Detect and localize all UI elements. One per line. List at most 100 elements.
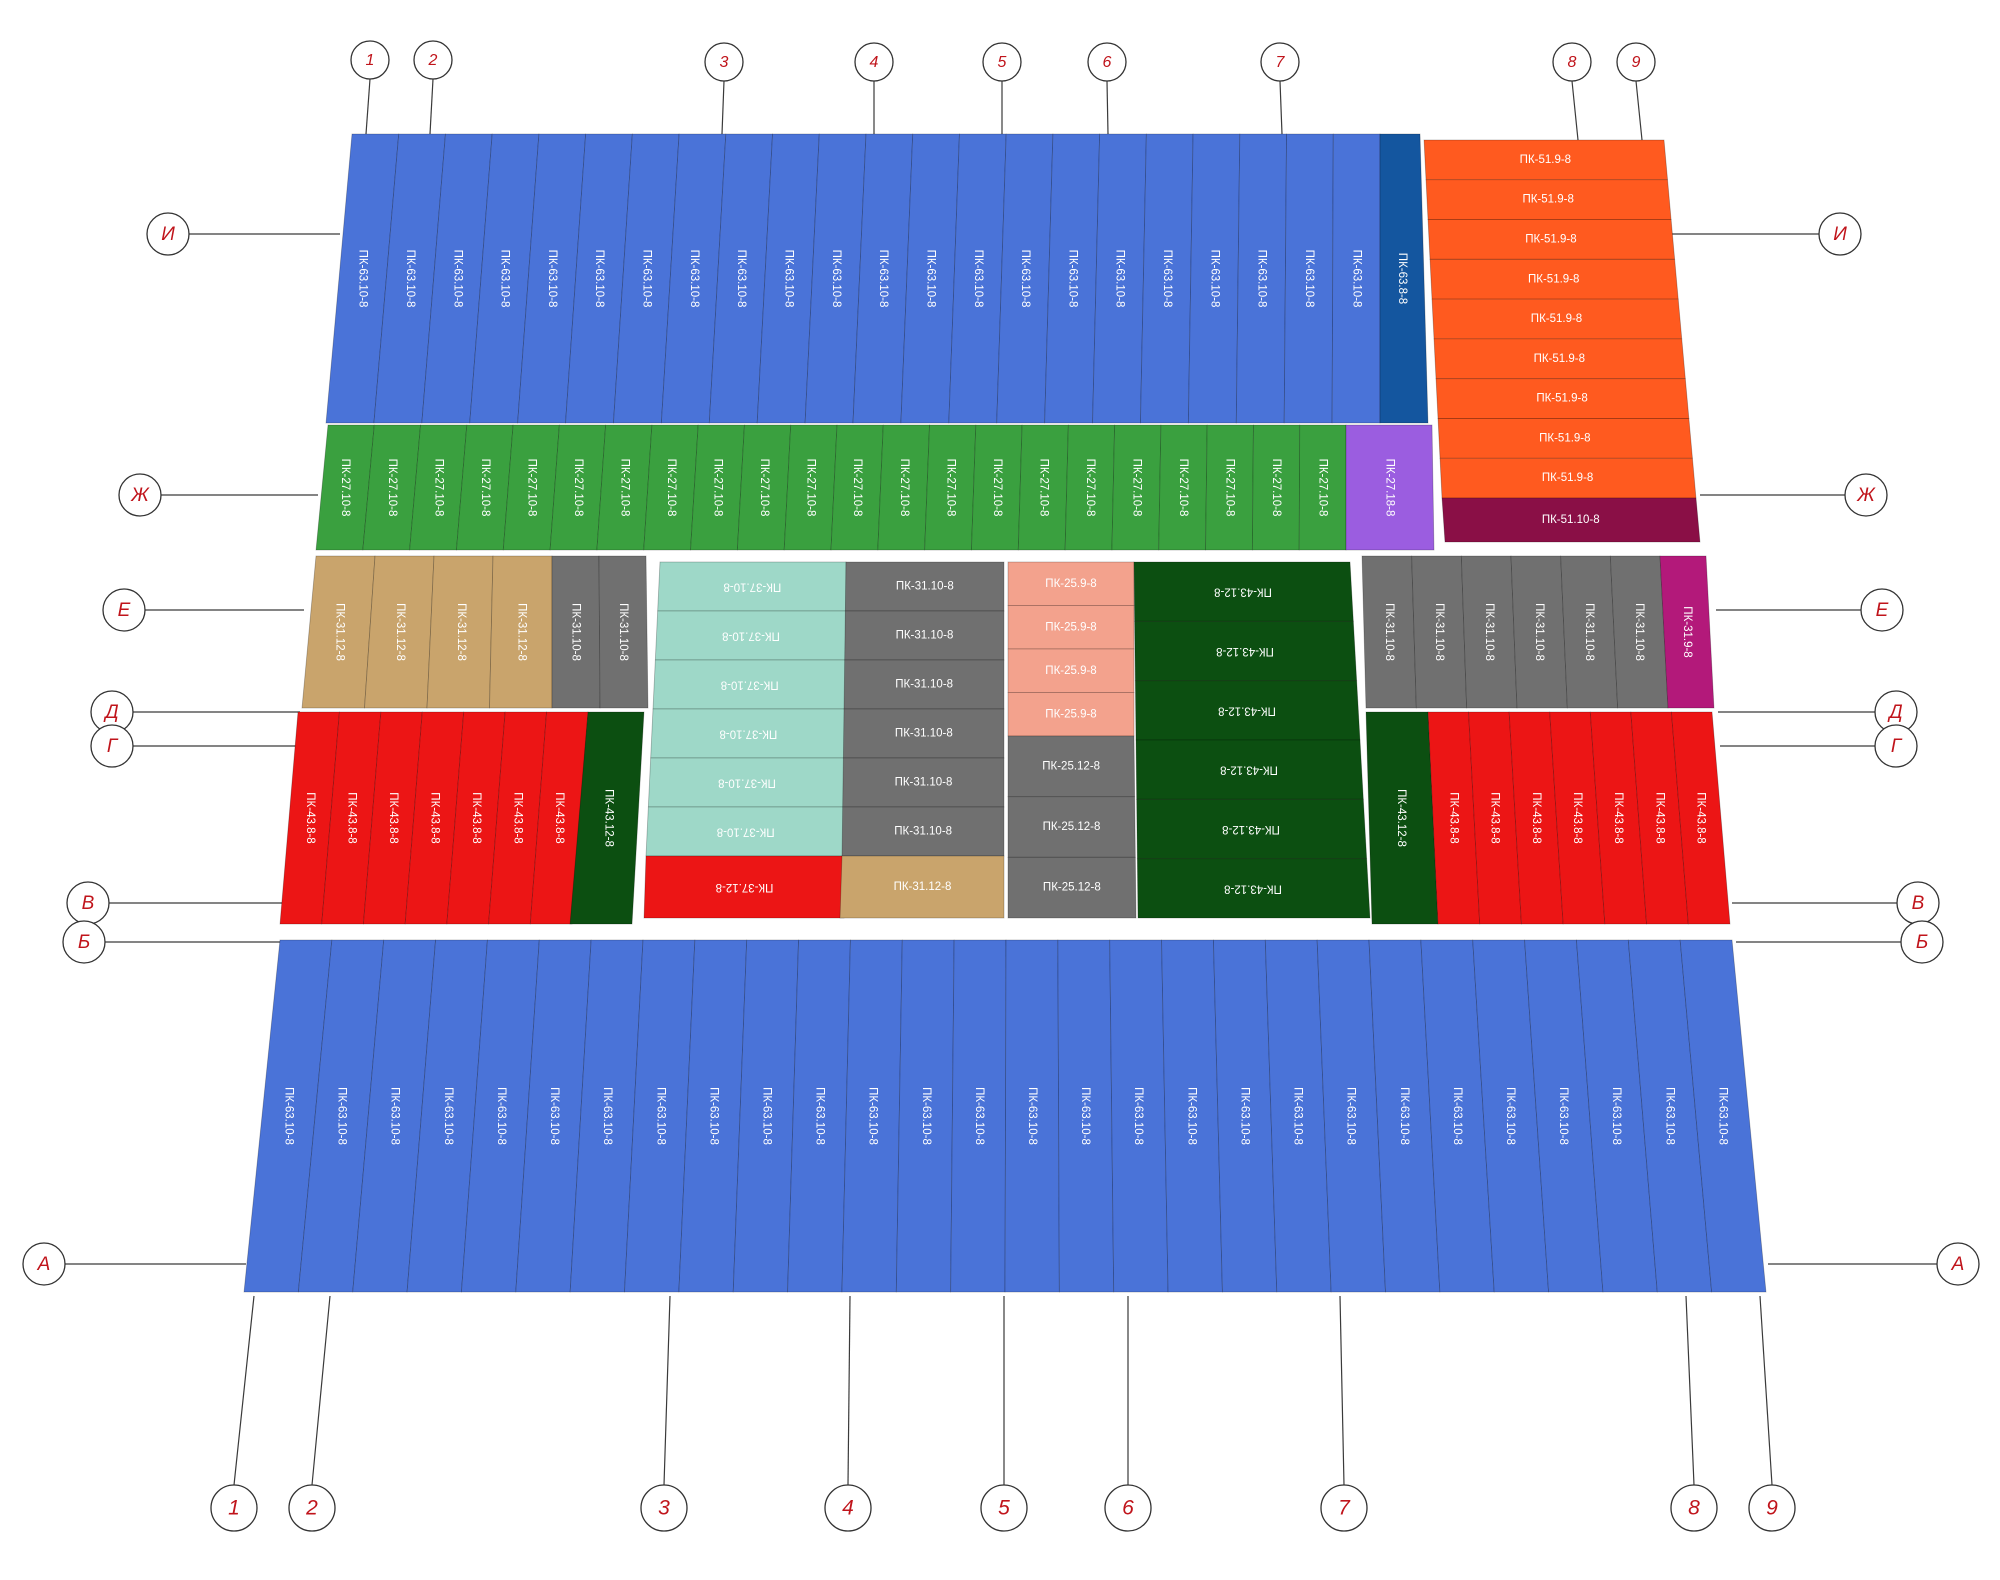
axis-bubble-circle (1860, 588, 1904, 632)
top-axis-1: 1 (350, 40, 390, 80)
panel-mark-label: ПК-63.10-8 (654, 1087, 666, 1145)
panel-mark-label: ПК-63.10-8 (1557, 1087, 1569, 1145)
panel-mark-label: ПК-43.8-8 (553, 792, 565, 843)
panel-mark-label: ПК-63.10-8 (1185, 1087, 1197, 1145)
panel-mark-label: ПК-43.8-8 (470, 792, 482, 843)
panel-mark-label: ПК-51.9-8 (1525, 233, 1576, 245)
panel-mark-label: ПК-63.10-8 (499, 250, 511, 308)
panel-mark-label: ПК-43.8-8 (1571, 792, 1583, 843)
axis-bubble-label: Г (107, 736, 119, 757)
axis-bubble-label: Г (1891, 736, 1903, 757)
slab-panel (1441, 497, 1701, 543)
axis-bubble-circle (824, 1484, 872, 1532)
axis-leader-line (1339, 1295, 1345, 1486)
axis-bubble-label: 9 (1632, 54, 1641, 71)
axis-leader-line (365, 78, 371, 135)
panel-mark-label: ПК-63.10-8 (1132, 1087, 1144, 1145)
axis-bubble-label: 1 (366, 52, 375, 69)
panel-mark-label: ПК-43.12-8 (1218, 704, 1276, 716)
panel-mark-label: ПК-43.12-8 (1224, 882, 1282, 894)
panel-mark-label: ПК-27.10-8 (805, 459, 817, 517)
zone-e-magenta: ПК-31.9-8 (1659, 555, 1715, 709)
axis-bubble-label: В (1912, 893, 1925, 914)
panel-mark-label: ПК-31.10-8 (1483, 603, 1495, 661)
panel-mark-label: ПК-27.10-8 (339, 459, 351, 517)
panel-mark-label: ПК-27.10-8 (1270, 459, 1282, 517)
zone-gray-column: ПК-31.10-8ПК-31.10-8ПК-31.10-8ПК-31.10-8… (841, 561, 1005, 857)
axis-bubble-label: 1 (228, 1497, 240, 1520)
panel-mark-label: ПК-31.12-8 (455, 603, 467, 661)
panel-mark-label: ПК-43.8-8 (1694, 792, 1706, 843)
panel-mark-label: ПК-37.12-8 (716, 881, 774, 893)
panel-mark-label: ПК-63.10-8 (546, 250, 558, 308)
top-axis-9: 9 (1616, 42, 1656, 82)
axis-bubble-label: 4 (870, 54, 879, 71)
panel-mark-label: ПК-27.10-8 (619, 459, 631, 517)
axis-leader-line (429, 78, 434, 135)
panel-mark-label: ПК-63.10-8 (1398, 1087, 1410, 1145)
axis-leader-line (1685, 1295, 1695, 1486)
zone-bottom-blue: ПК-63.10-8 ПК-63.10-8 ПК-63.10-8 ПК-63.10-8… (243, 939, 1767, 1293)
axis-bubble-circle (1087, 42, 1127, 82)
slab-panel (839, 855, 1005, 919)
left-row-axis-Д: Д (90, 690, 134, 734)
zone-upper-right-orange: ПК-51.9-8ПК-51.9-8ПК-51.9-8ПК-51.9-8ПК-5… (1423, 139, 1697, 499)
axis-leader-line (1279, 80, 1283, 135)
panel-mark-label: ПК-63.10-8 (1610, 1087, 1622, 1145)
panel-mark-label: ПК-31.10-8 (895, 679, 953, 691)
zone-green-row: ПК-27.10-8 ПК-27.10-8 ПК-27.10-8 ПК-27.10-8… (315, 424, 1347, 551)
panel-mark-label: ПК-25.12-8 (1043, 882, 1101, 894)
axis-leader-line (721, 80, 725, 135)
panel-mark-label: ПК-27.10-8 (572, 459, 584, 517)
axis-bubble-label: И (1833, 224, 1847, 245)
zone-top-blue-end: ПК-63.8-8 (1379, 133, 1429, 424)
axis-bubble-circle (1104, 1484, 1152, 1532)
panel-mark-label: ПК-63.10-8 (1079, 1087, 1091, 1145)
top-axis-2: 2 (413, 40, 453, 80)
panel-mark-label: ПК-63.10-8 (972, 250, 984, 308)
panel-mark-label: ПК-43.12-8 (1222, 823, 1280, 835)
axis-bubble-circle (1748, 1484, 1796, 1532)
axis-bubble-circle (982, 42, 1022, 82)
axis-bubble-circle (1320, 1484, 1368, 1532)
panel-mark-label: ПК-43.8-8 (1530, 792, 1542, 843)
slab-panel (569, 711, 645, 925)
top-axis-3: 3 (704, 42, 744, 82)
panel-mark-label: ПК-63.10-8 (1238, 1087, 1250, 1145)
panel-mark-label: ПК-63.10-8 (1019, 250, 1031, 308)
axis-bubble-label: Д (103, 702, 118, 723)
panel-mark-label: ПК-63.10-8 (357, 250, 369, 308)
panel-mark-label: ПК-27.10-8 (432, 459, 444, 517)
panel-mark-label: ПК-43.8-8 (512, 792, 524, 843)
panel-mark-label: ПК-31.10-8 (570, 603, 582, 661)
axis-bubble-circle (980, 1484, 1028, 1532)
panel-mark-label: ПК-63.10-8 (830, 250, 842, 308)
zone-green-row-end: ПК-27.18-8 (1345, 424, 1435, 551)
panel-mark-label: ПК-51.9-8 (1542, 472, 1593, 484)
panel-mark-label: ПК-27.10-8 (712, 459, 724, 517)
panel-mark-label: ПК-43.12-8 (1214, 586, 1272, 598)
panel-mark-label: ПК-63.10-8 (735, 250, 747, 308)
slab-panel (1136, 858, 1371, 919)
axis-leader-line (233, 1295, 255, 1486)
panel-mark-label: ПК-63.10-8 (1208, 250, 1220, 308)
axis-bubble-label: 5 (998, 1497, 1010, 1520)
axis-bubble-label: 8 (1688, 1497, 1700, 1520)
panel-mark-label: ПК-31.10-8 (1583, 603, 1595, 661)
axis-bubble-circle (1260, 42, 1300, 82)
panel-mark-label: ПК-51.9-8 (1536, 393, 1587, 405)
panel-mark-label: ПК-43.12-8 (1395, 789, 1407, 847)
panel-mark-label: ПК-43.8-8 (387, 792, 399, 843)
panel-mark-label: ПК-31.10-8 (894, 826, 952, 838)
zone-salmon-column: ПК-25.9-8ПК-25.9-8ПК-25.9-8ПК-25.9-8 (1007, 561, 1135, 737)
grid-axis-lines (65, 78, 1937, 1486)
slab-panel (598, 555, 649, 709)
right-row-axis-Е: Е (1860, 588, 1904, 632)
panel-mark-label: ПК-63.10-8 (601, 1087, 613, 1145)
panel-mark-label: ПК-63.10-8 (495, 1087, 507, 1145)
panel-mark-label: ПК-37.10-8 (721, 678, 779, 690)
panel-mark-label: ПК-43.8-8 (304, 792, 316, 843)
panel-mark-label: ПК-63.10-8 (548, 1087, 560, 1145)
panel-mark-label: ПК-25.9-8 (1045, 621, 1096, 633)
